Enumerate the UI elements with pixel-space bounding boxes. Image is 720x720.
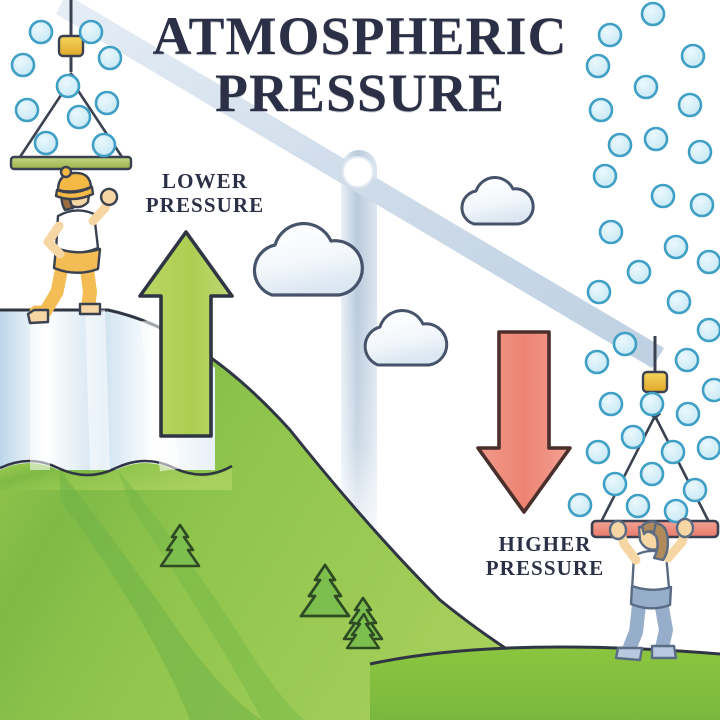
lower-pressure-label: LOWER PRESSURE — [120, 169, 290, 217]
left-clip-icon — [57, 34, 85, 58]
lower-pressure-line-2: PRESSURE — [145, 192, 265, 217]
page-title-line-2: PRESSURE — [214, 63, 506, 124]
right-air-molecules — [567, 1, 720, 524]
lower-pressure-line-1: LOWER — [161, 169, 248, 193]
left-scale-pan — [9, 155, 133, 171]
cloud-2 — [363, 309, 449, 367]
up-arrow-icon — [138, 230, 234, 438]
cloud-3 — [460, 176, 535, 226]
cloud-1 — [252, 222, 364, 297]
higher-pressure-line-2: PRESSURE — [485, 555, 605, 580]
tree-2 — [299, 563, 351, 618]
right-clip-icon — [641, 370, 669, 394]
right-scale-hanger — [598, 336, 712, 525]
character-hiker-left — [26, 165, 119, 325]
balance-beam — [56, 0, 664, 368]
character-person-right — [608, 517, 695, 662]
balance-pivot — [342, 156, 374, 188]
left-air-molecules — [10, 19, 123, 158]
tree-4 — [345, 612, 381, 650]
pine-trees — [159, 523, 384, 650]
down-arrow-icon — [476, 330, 572, 514]
tree-1 — [159, 523, 201, 568]
page-title: ATMOSPHERIC PRESSURE — [110, 6, 610, 124]
higher-pressure-label: HIGHER PRESSURE — [455, 532, 635, 580]
page-title-line-1: ATMOSPHERIC — [152, 6, 568, 66]
higher-pressure-line-1: HIGHER — [498, 532, 592, 556]
